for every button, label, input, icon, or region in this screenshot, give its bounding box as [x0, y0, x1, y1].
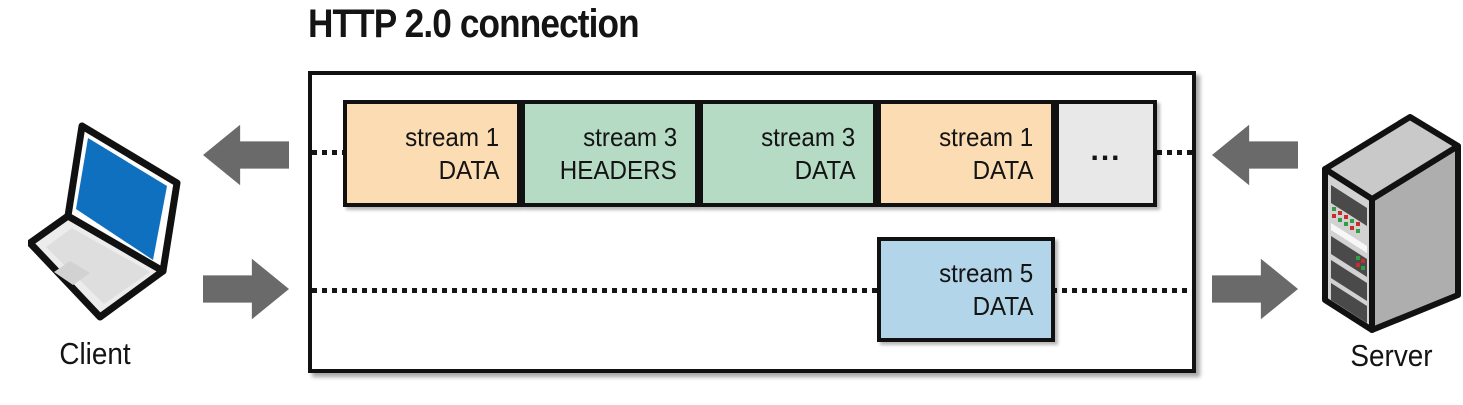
server-led-cluster [1332, 207, 1365, 270]
arrow-right-icon [1212, 258, 1298, 320]
client-label: Client [59, 336, 131, 371]
arrow-right-icon [203, 258, 289, 320]
laptop-icon [26, 122, 181, 321]
frame-type-label: HEADERS [560, 154, 677, 185]
http2-connection-box: stream 1 DATA stream 3 HEADERS stream 3 … [308, 71, 1196, 373]
stream-line-top-left-segment [312, 150, 344, 155]
stream-line-bottom [312, 288, 1192, 293]
diagram-title: HTTP 2.0 connection [308, 2, 640, 46]
frame-type-label: DATA [972, 154, 1033, 185]
frame-stream-label: stream 1 [404, 121, 499, 152]
frame-stream-3-data: stream 3 DATA [699, 100, 877, 207]
server-label: Server [1350, 338, 1433, 373]
frame-type-label: DATA [972, 290, 1033, 321]
frame-stream-1-data: stream 1 DATA [343, 100, 521, 207]
server-tower-icon [1322, 114, 1461, 333]
ellipsis-label: ... [1090, 133, 1122, 167]
frame-stream-label: stream 3 [582, 121, 677, 152]
frame-stream-5-data: stream 5 DATA [877, 237, 1055, 342]
frame-type-label: DATA [438, 154, 499, 185]
client-icon-wrap [26, 110, 218, 325]
frame-stream-label: stream 3 [760, 121, 855, 152]
frame-type-label: DATA [794, 154, 855, 185]
frame-stream-label: stream 5 [938, 257, 1033, 288]
frame-stream-1-data-2: stream 1 DATA [877, 100, 1055, 207]
stream-line-top-right-segment [1157, 150, 1192, 155]
server-icon-wrap [1320, 112, 1463, 342]
frame-stream-3-headers: stream 3 HEADERS [521, 100, 699, 207]
frame-stream-label: stream 1 [938, 121, 1033, 152]
arrow-left-icon [1212, 124, 1298, 186]
arrow-left-icon [203, 124, 289, 186]
frame-ellipsis: ... [1055, 100, 1157, 207]
